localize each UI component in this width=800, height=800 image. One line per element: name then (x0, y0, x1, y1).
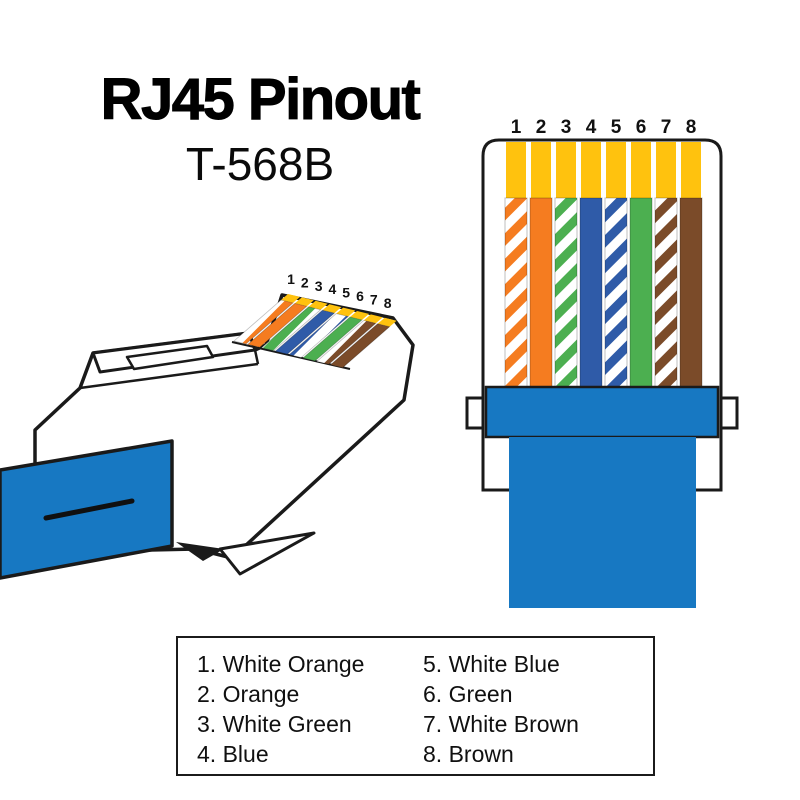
front-pin-number-6: 6 (636, 117, 647, 138)
front-pin-number-1: 1 (511, 117, 522, 138)
wire-3d-pin-6 (302, 316, 363, 362)
front-wire-pin-2 (529, 197, 553, 391)
legend-item: 6. Green (423, 681, 513, 707)
front-wire-pin-4 (579, 197, 603, 391)
front-wire-pin-8 (679, 197, 703, 391)
page-subtitle: T-568B (185, 137, 335, 190)
wire-3d-pin-2 (246, 302, 308, 348)
cable-dash (43, 498, 135, 521)
front-pin-number-7: 7 (661, 117, 672, 138)
pin-number-3d-5: 5 (342, 285, 350, 301)
wire-3d-pin-3 (260, 306, 322, 352)
front-pin-number-2: 2 (536, 117, 547, 138)
legend-column-1: 1. White Orange 2. Orange 3. White Green 4.… (197, 649, 423, 769)
gold-contact-pin-4 (581, 142, 601, 198)
legend-item: 3. White Green (197, 711, 352, 737)
legend-box: 1. White Orange 2. Orange 3. White Green 4.… (176, 636, 655, 776)
wire-3d-pin-7 (315, 319, 377, 365)
latch-hole (125, 344, 215, 371)
pin-number-3d-1: 1 (287, 271, 295, 287)
legend-item: 5. White Blue (423, 651, 560, 677)
wire-3d-pin-5 (288, 313, 350, 358)
title-block: RJ45 Pinout T-568B (68, 67, 452, 191)
front-wire-pin-6 (629, 197, 653, 391)
front-wire-pin-1 (504, 197, 528, 391)
gold-contact-pin-3 (556, 142, 576, 198)
legend-item: 7. White Brown (423, 711, 579, 737)
contact-3d-pin-6 (350, 311, 369, 320)
contact-3d-pin-4 (322, 304, 342, 314)
pin-number-3d-4: 4 (329, 281, 337, 297)
front-pin-number-8: 8 (686, 117, 697, 138)
contact-3d-pin-1 (281, 294, 300, 303)
pin-number-3d-3: 3 (315, 278, 323, 294)
release-tab (218, 531, 316, 576)
front-pin-number-3: 3 (561, 117, 572, 138)
wire-3d-pin-1 (233, 299, 294, 345)
legend-item: 2. Orange (197, 681, 300, 707)
page-title: RJ45 Pinout (100, 67, 421, 132)
gold-contact-pin-1 (506, 142, 526, 198)
cable-collar (484, 385, 720, 439)
wires-3d (233, 294, 397, 369)
contact-3d-pin-5 (336, 307, 356, 317)
legend-item: 8. Brown (423, 741, 514, 767)
front-pin-number-4: 4 (586, 117, 597, 138)
legend-item: 4. Blue (197, 741, 269, 767)
front-wires (504, 197, 703, 391)
pin-number-3d-8: 8 (384, 295, 392, 311)
front-wire-pin-5 (604, 197, 628, 391)
gold-contact-pin-8 (681, 142, 701, 198)
contact-3d-pin-7 (363, 314, 383, 324)
front-wire-pin-7 (654, 197, 678, 391)
wire-3d-pin-8 (329, 323, 391, 369)
latch-front-edge (79, 349, 260, 390)
cable-front (509, 437, 696, 608)
body-shadow (176, 542, 224, 561)
pin-number-3d-7: 7 (370, 291, 378, 307)
contact-3d-pin-8 (377, 317, 397, 327)
gold-contact-pin-7 (656, 142, 676, 198)
legend-column-2: 5. White Blue 6. Green 7. White Brown 8. Br… (423, 649, 653, 769)
wire-bed-edge (231, 341, 351, 370)
contact-3d-pin-3 (308, 300, 328, 310)
gold-contact-pin-5 (606, 142, 626, 198)
front-pin-number-5: 5 (611, 117, 622, 138)
gold-contact-pin-6 (631, 142, 651, 198)
pin-number-3d-2: 2 (301, 274, 309, 290)
pin-number-3d-6: 6 (356, 288, 364, 304)
gold-contacts (506, 142, 701, 198)
legend-item: 1. White Orange (197, 651, 365, 677)
contact-3d-pin-2 (294, 297, 314, 307)
front-wire-pin-3 (554, 197, 578, 391)
wire-3d-pin-4 (274, 309, 336, 355)
gold-contact-pin-2 (531, 142, 551, 198)
